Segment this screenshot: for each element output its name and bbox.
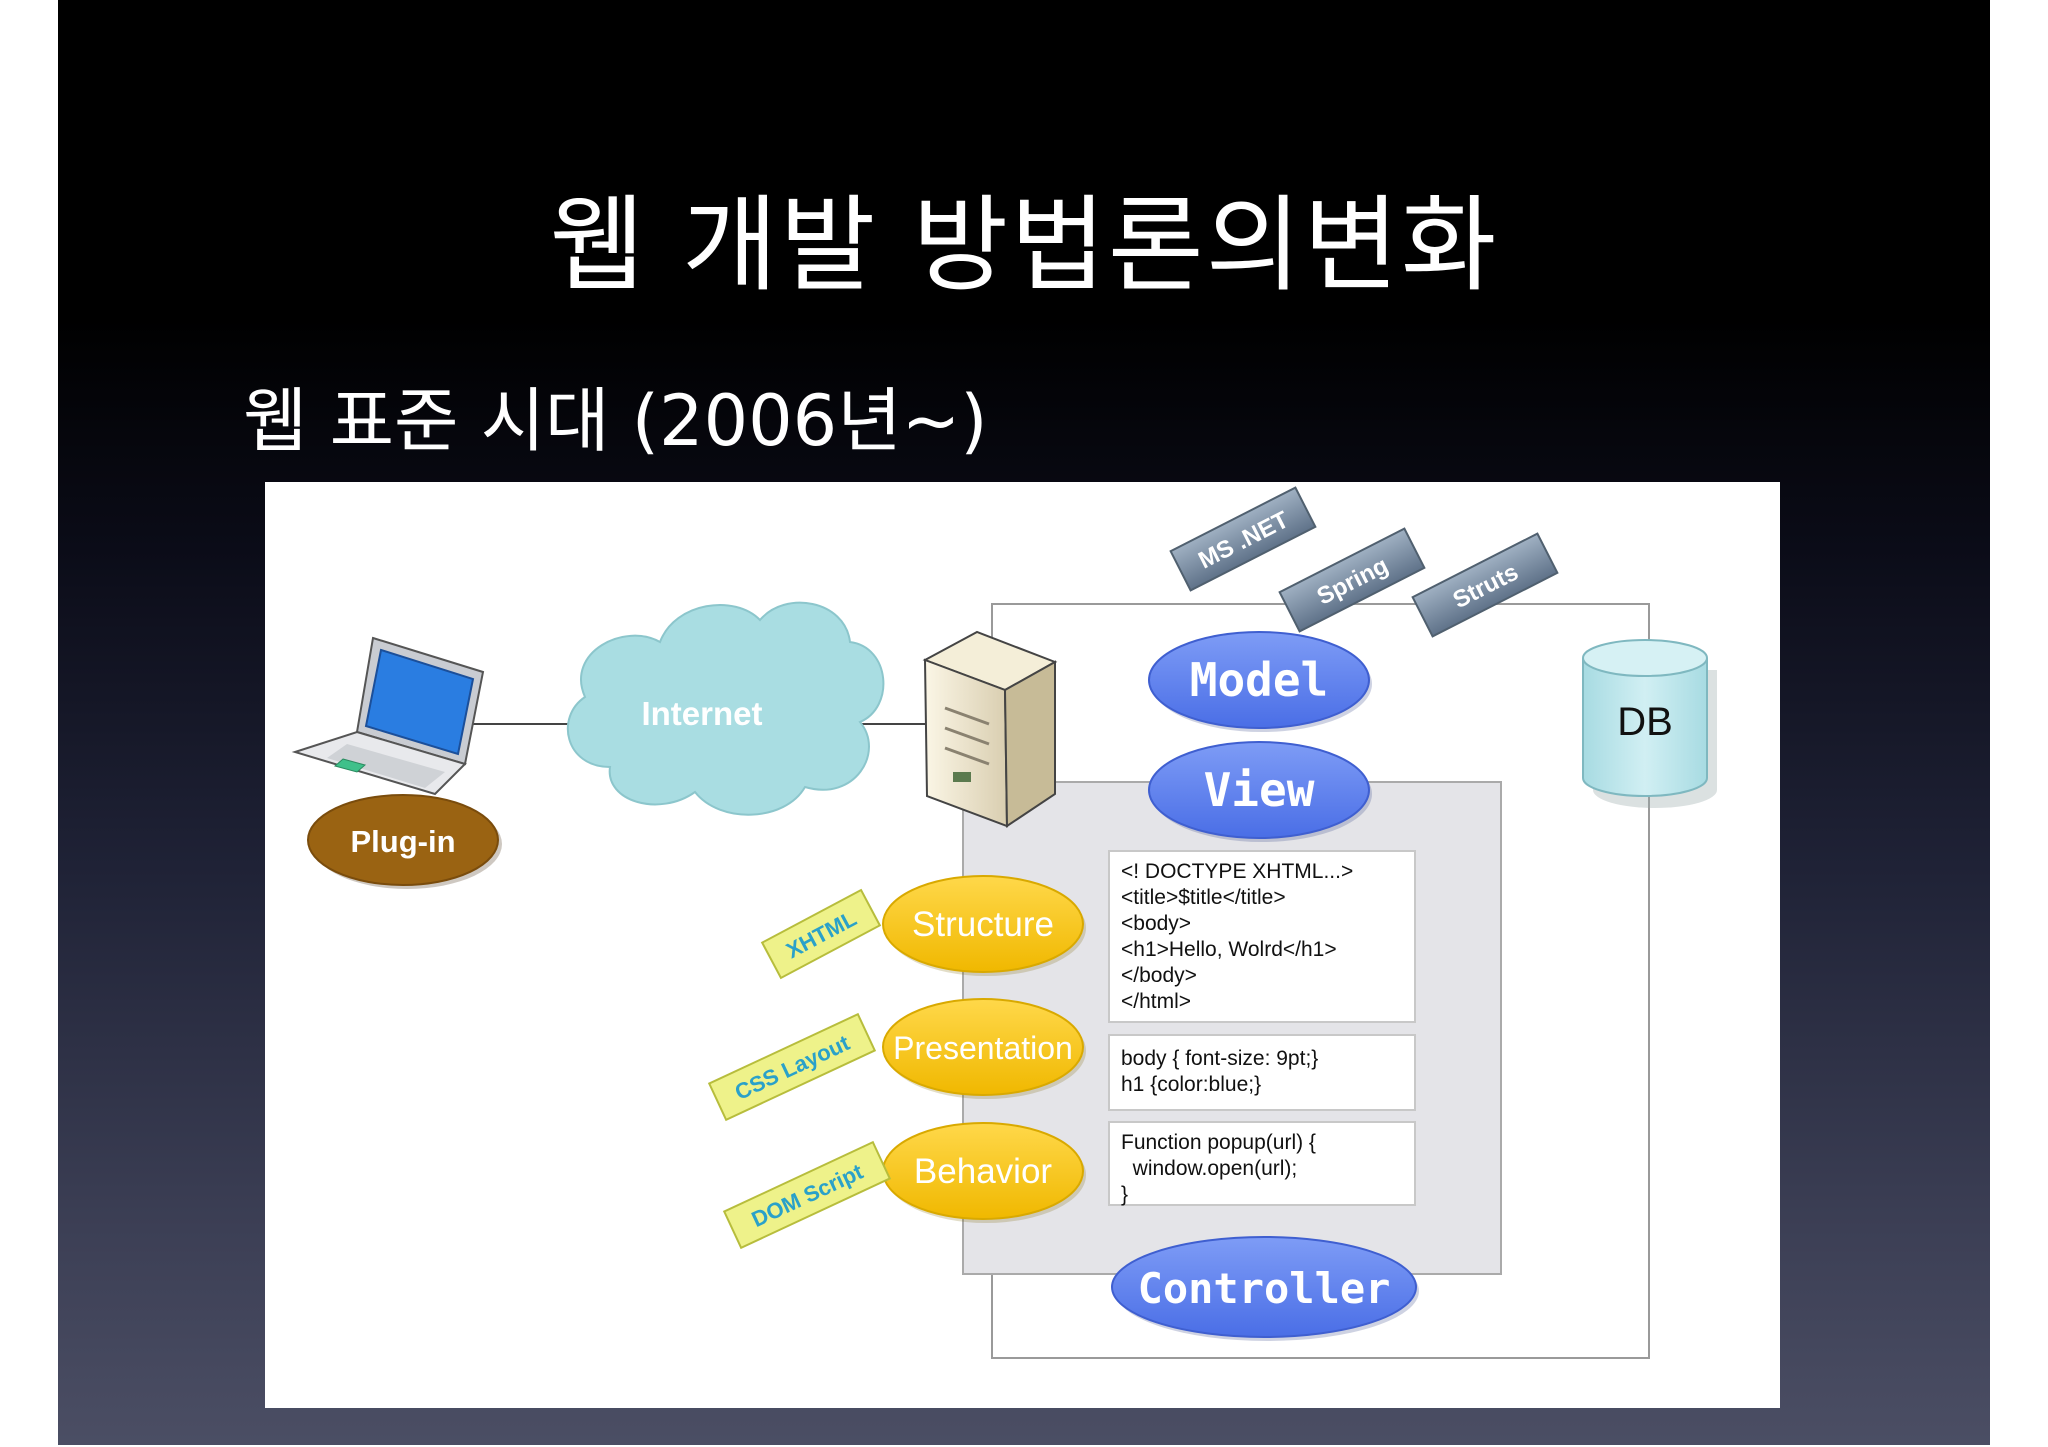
- structure-code-box: <! DOCTYPE XHTML...> <title>$title</titl…: [1108, 850, 1416, 1023]
- presentation-layer: Presentation: [882, 998, 1086, 1099]
- behavior-layer: Behavior: [882, 1122, 1086, 1223]
- svg-text:window.open(url);: window.open(url);: [1121, 1157, 1297, 1180]
- view-ellipse: View: [1148, 741, 1372, 842]
- internet-label: Internet: [641, 695, 762, 732]
- code-line: </html>: [1121, 990, 1191, 1013]
- web-standards-diagram: Plug-in Internet MS .NET Spring Struts M…: [265, 482, 1780, 1408]
- structure-layer: Structure: [882, 875, 1086, 976]
- controller-label: Controller: [1138, 1264, 1391, 1313]
- slide-title: 웹 개발 방법론의변화: [549, 184, 1499, 306]
- code-line: <h1>Hello, Wolrd</h1>: [1121, 938, 1337, 961]
- code-line: </body>: [1121, 964, 1197, 987]
- framework-tag-struts: Struts: [1411, 532, 1559, 638]
- server-icon: [922, 630, 1058, 828]
- svg-text:body { font-size: 9pt;}: body { font-size: 9pt;}: [1121, 1047, 1318, 1070]
- presentation-code-box: body { font-size: 9pt;} h1 {color:blue;}: [1108, 1034, 1416, 1111]
- xhtml-tag: XHTML: [760, 888, 882, 980]
- behavior-label: Behavior: [914, 1152, 1052, 1191]
- dom-script-tag: DOM Script: [722, 1140, 892, 1250]
- presentation-label: Presentation: [893, 1030, 1073, 1066]
- controller-ellipse: Controller: [1111, 1236, 1419, 1341]
- structure-label: Structure: [912, 905, 1054, 944]
- svg-text:Function popup(url) {: Function popup(url) {: [1121, 1131, 1316, 1154]
- plugin-label: Plug-in: [350, 824, 455, 859]
- svg-text:<body>: <body>: [1121, 912, 1191, 935]
- code-line: Function popup(url) {: [1121, 1131, 1316, 1154]
- svg-text:</body>: </body>: [1121, 964, 1197, 987]
- slide-subtitle: 웹 표준 시대 (2006년~): [243, 380, 988, 462]
- model-label: Model: [1190, 653, 1328, 707]
- svg-text:<h1>Hello, Wolrd</h1>: <h1>Hello, Wolrd</h1>: [1121, 938, 1337, 961]
- database-icon: DB: [1582, 639, 1717, 808]
- code-line: }: [1121, 1183, 1128, 1206]
- svg-text:</html>: </html>: [1121, 990, 1191, 1013]
- code-line: <! DOCTYPE XHTML...>: [1121, 860, 1353, 883]
- svg-text:}: }: [1121, 1183, 1128, 1206]
- framework-tag-msnet: MS .NET: [1169, 486, 1317, 592]
- code-line: <title>$title</title>: [1121, 886, 1286, 909]
- code-line: window.open(url);: [1121, 1157, 1297, 1180]
- svg-text:<title>$title</title>: <title>$title</title>: [1121, 886, 1286, 909]
- laptop-icon: [291, 636, 485, 796]
- code-line: body { font-size: 9pt;}: [1121, 1047, 1318, 1070]
- view-label: View: [1204, 763, 1315, 817]
- code-line: <body>: [1121, 912, 1191, 935]
- plugin-badge: Plug-in: [307, 794, 502, 889]
- framework-tag-spring: Spring: [1278, 527, 1426, 633]
- db-label: DB: [1617, 700, 1673, 744]
- svg-text:h1 {color:blue;}: h1 {color:blue;}: [1121, 1073, 1261, 1096]
- internet-cloud: Internet: [566, 601, 885, 816]
- css-layout-tag: CSS Layout: [707, 1012, 877, 1122]
- behavior-code-box: Function popup(url) { window.open(url); …: [1108, 1121, 1416, 1206]
- code-line: h1 {color:blue;}: [1121, 1073, 1261, 1096]
- model-ellipse: Model: [1148, 631, 1372, 732]
- svg-text:<! DOCTYPE XHTML...>: <! DOCTYPE XHTML...>: [1121, 860, 1353, 883]
